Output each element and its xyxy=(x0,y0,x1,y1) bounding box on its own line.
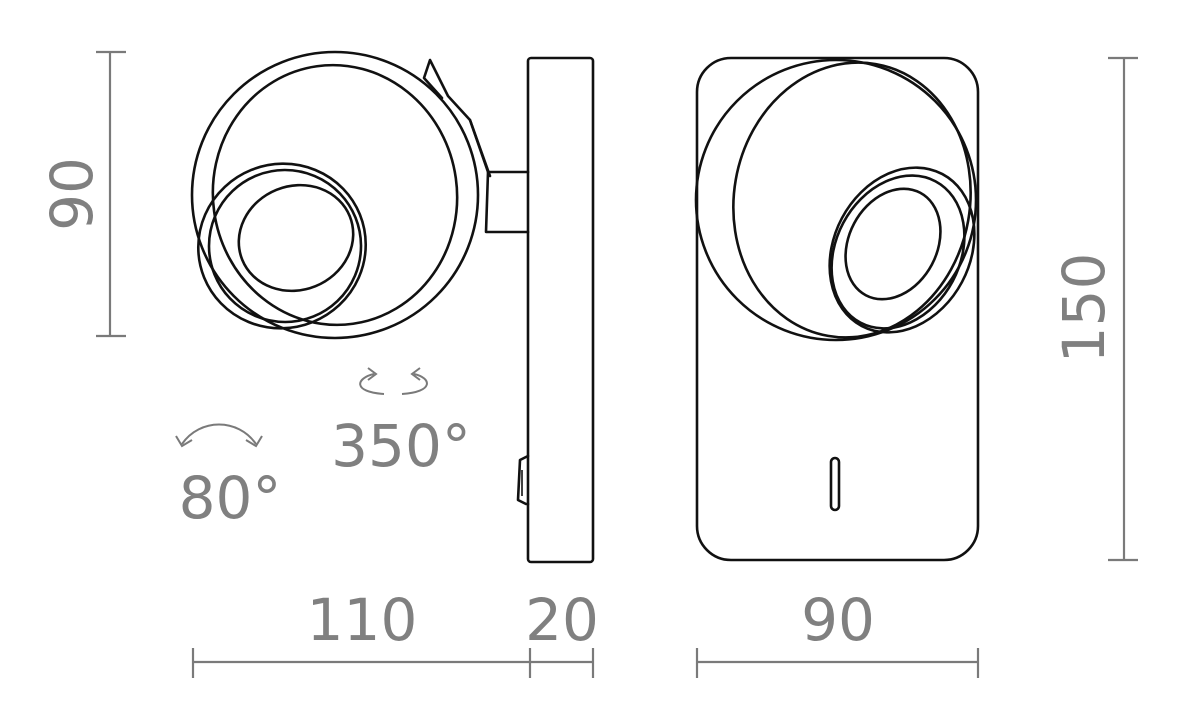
dim-width: 90 xyxy=(801,586,875,654)
dim-total-height: 150 xyxy=(1050,253,1118,364)
rotation-horizontal-label: 350° xyxy=(331,412,471,480)
side-view xyxy=(190,50,595,564)
side-arm xyxy=(484,170,530,234)
side-lens-outer xyxy=(196,162,368,330)
rotation-vertical-label: 80° xyxy=(179,464,282,532)
dim-head-height: 90 xyxy=(38,157,106,231)
front-lens-outer xyxy=(828,166,976,334)
front-view xyxy=(694,56,980,562)
front-base-plate xyxy=(695,56,980,562)
rotate-vertical-icon xyxy=(175,423,263,448)
front-lens-inner xyxy=(844,187,942,301)
side-sphere xyxy=(190,50,480,340)
side-lens-inner xyxy=(237,183,355,293)
side-switch xyxy=(516,454,530,506)
rotate-horizontal-icon xyxy=(359,367,428,395)
dim-base-depth: 20 xyxy=(525,586,599,654)
side-base-plate xyxy=(526,56,595,564)
dim-projection: 110 xyxy=(307,586,418,654)
front-switch xyxy=(829,456,841,512)
dimension-lines xyxy=(96,50,1138,678)
rotation-icons xyxy=(175,367,428,448)
front-sphere xyxy=(694,58,978,342)
